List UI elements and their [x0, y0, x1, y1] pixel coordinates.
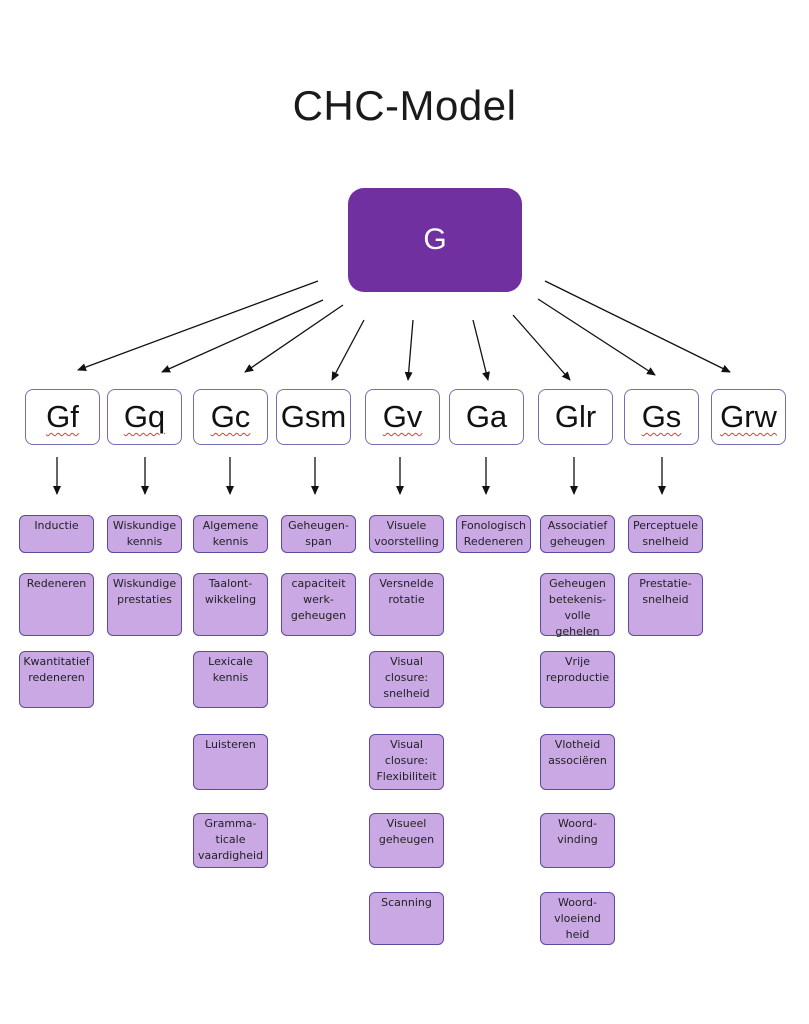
- broad-ability-label: Gq: [123, 399, 166, 434]
- narrow-ability-glr: Geheugen betekenis- volle gehelen: [540, 573, 615, 638]
- narrow-ability-gv: Visual closure: snelheid: [369, 651, 444, 708]
- narrow-ability-glr: Associatief geheugen: [540, 515, 615, 553]
- diagram-title: CHC-Model: [292, 82, 517, 129]
- narrow-ability-glr: Woord- vloeiend heid: [540, 892, 615, 945]
- broad-ability-label: Gsm: [280, 399, 347, 434]
- arrow-g-to-glr: [512, 314, 571, 381]
- broad-ability-label: Ga: [465, 399, 508, 434]
- narrow-ability-glr: Woord- vinding: [540, 813, 615, 868]
- narrow-ability-glr: Vlotheid associëren: [540, 734, 615, 790]
- narrow-ability-gv: Visueel geheugen: [369, 813, 444, 868]
- broad-ability-label: Gc: [210, 399, 251, 434]
- narrow-ability-glr: Vrije reproductie: [540, 651, 615, 708]
- narrow-ability-gc: Gramma- ticale vaardigheid: [193, 813, 268, 868]
- broad-ability-label: Gv: [382, 399, 423, 434]
- narrow-ability-gs: Prestatie- snelheid: [628, 573, 703, 636]
- narrow-ability-gc: Taalont- wikkeling: [193, 573, 268, 636]
- narrow-ability-gc: Algemene kennis: [193, 515, 268, 553]
- arrow-g-to-gc: [244, 304, 344, 373]
- broad-ability-ga: Ga: [449, 389, 524, 445]
- arrow-g-to-gv: [404, 319, 414, 381]
- arrow-g-to-gq: [161, 299, 324, 373]
- broad-ability-grw: Grw: [711, 389, 786, 445]
- narrow-ability-gf: Redeneren: [19, 573, 94, 636]
- arrow-g-to-gf: [77, 280, 319, 371]
- narrow-ability-gf: Kwantitatief redeneren: [19, 651, 94, 708]
- narrow-ability-gv: Scanning: [369, 892, 444, 945]
- narrow-ability-gv: Visual closure: Flexibiliteit: [369, 734, 444, 790]
- broad-ability-label: Gs: [641, 399, 682, 434]
- narrow-ability-gq: Wiskundige kennis: [107, 515, 182, 553]
- broad-ability-label: Glr: [554, 399, 597, 434]
- arrow-g-to-ga: [472, 319, 490, 381]
- root-node-label: G: [423, 223, 447, 256]
- broad-ability-gc: Gc: [193, 389, 268, 445]
- narrow-ability-gq: Wiskundige prestaties: [107, 573, 182, 636]
- narrow-ability-gc: Lexicale kennis: [193, 651, 268, 708]
- arrow-g-to-gsm: [331, 319, 365, 381]
- narrow-ability-gf: Inductie: [19, 515, 94, 553]
- broad-ability-gv: Gv: [365, 389, 440, 445]
- narrow-ability-gv: Versnelde rotatie: [369, 573, 444, 636]
- narrow-ability-gv: Visuele voorstelling: [369, 515, 444, 553]
- arrow-g-to-grw: [544, 280, 731, 373]
- broad-ability-gsm: Gsm: [276, 389, 351, 445]
- arrow-g-to-gs: [537, 298, 656, 376]
- narrow-ability-ga: Fonologisch Redeneren: [456, 515, 531, 553]
- root-node-g: G: [348, 188, 522, 292]
- broad-ability-label: Grw: [720, 399, 777, 434]
- narrow-ability-gs: Perceptuele snelheid: [628, 515, 703, 553]
- narrow-ability-gsm: Geheugen- span: [281, 515, 356, 553]
- broad-ability-gq: Gq: [107, 389, 182, 445]
- broad-ability-gs: Gs: [624, 389, 699, 445]
- broad-ability-glr: Glr: [538, 389, 613, 445]
- narrow-ability-gc: Luisteren: [193, 734, 268, 790]
- broad-ability-label: Gf: [46, 399, 79, 434]
- broad-ability-gf: Gf: [25, 389, 100, 445]
- narrow-ability-gsm: capaciteit werk- geheugen: [281, 573, 356, 636]
